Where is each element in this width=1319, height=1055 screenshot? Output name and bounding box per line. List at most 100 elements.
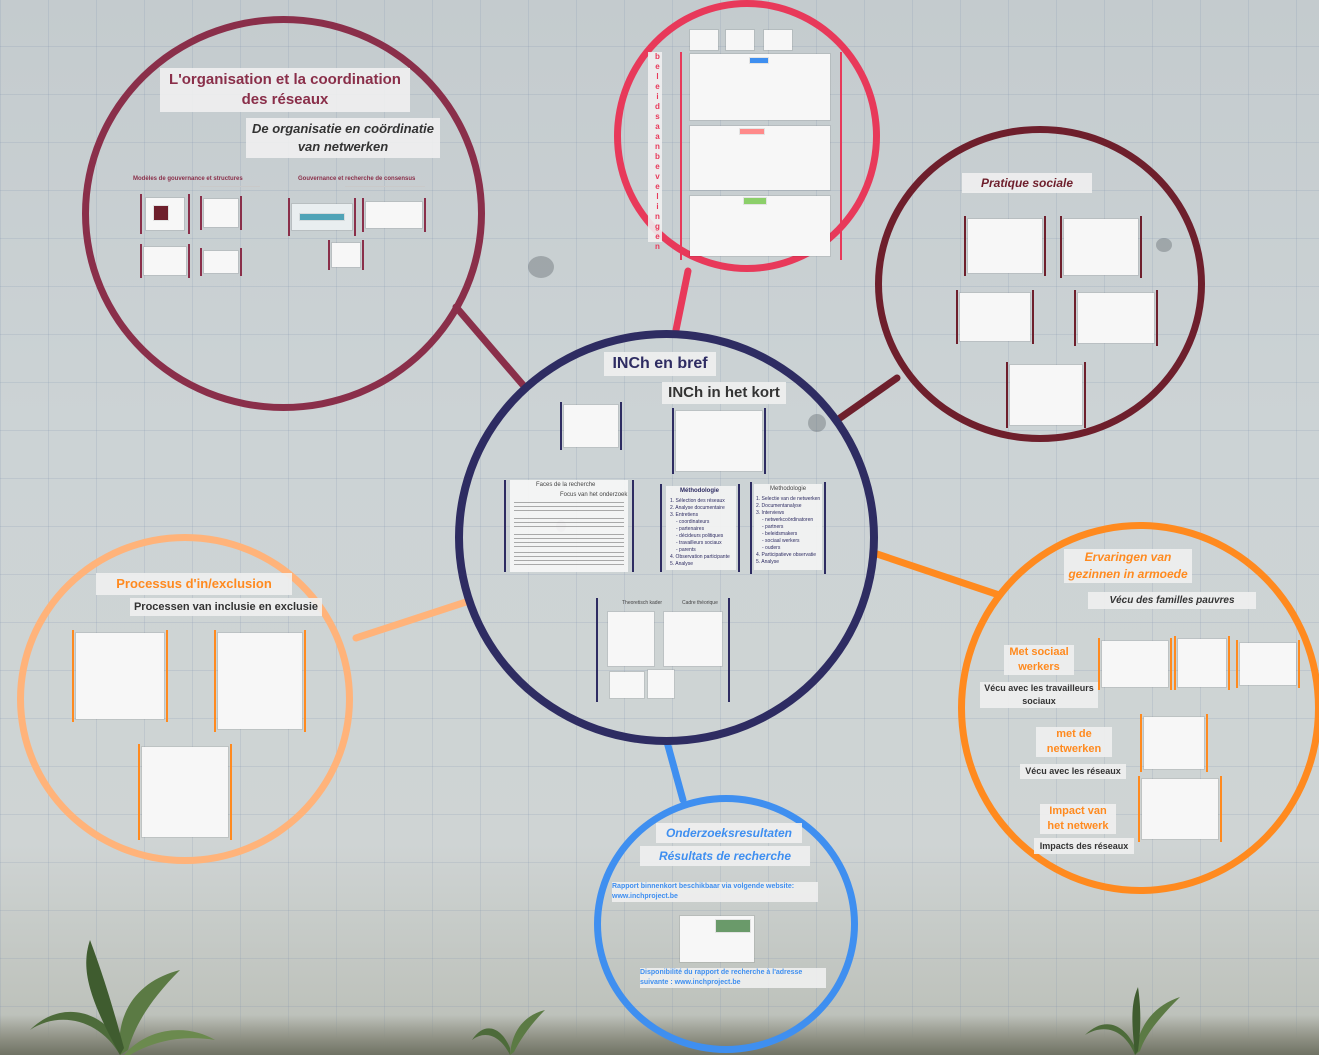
org-bracket-2: [200, 196, 242, 230]
theoretical-thumb-4[interactable]: [648, 670, 674, 698]
erv-bracket-1: [1098, 638, 1172, 690]
org-thumb-6[interactable]: [366, 202, 422, 228]
beleid-doc-top-1[interactable]: [690, 30, 718, 50]
methodologie-title: Méthodologie: [680, 488, 719, 494]
methodologie-item: - décideurs politiques: [676, 533, 724, 539]
beleid-panel-3[interactable]: [690, 196, 830, 256]
erv-thumb-3[interactable]: [1240, 643, 1296, 685]
theoretical-thumb-1[interactable]: [608, 612, 654, 666]
org-bracket-4: [200, 248, 242, 276]
methodologie-item: - parents: [676, 547, 696, 553]
pratique-circle[interactable]: [875, 126, 1205, 442]
link-ervaringen: [873, 550, 1003, 599]
proc-bracket-1: [72, 630, 168, 722]
org-rule-right: [345, 186, 425, 187]
org-bracket-6: [362, 198, 426, 232]
methodologie-item: 2. Analyse documentaire: [670, 505, 725, 511]
methodologie-item: - partenaires: [676, 526, 705, 532]
methodology_nl-item: 2. Documentanalyse: [756, 503, 802, 509]
theoretical-thumb-3[interactable]: [610, 672, 644, 698]
pratique-thumb-2[interactable]: [1064, 219, 1138, 275]
org-bracket-5: [288, 198, 356, 236]
link-processus: [352, 598, 470, 642]
resultats-circle[interactable]: [594, 795, 858, 1053]
erv-thumb-1[interactable]: [1102, 641, 1168, 687]
pratique-thumb-1[interactable]: [968, 219, 1042, 273]
methodologie-item: 3. Entretiens: [670, 512, 699, 518]
methodologie-item: 5. Analyse: [670, 561, 694, 567]
beleid-doc-top-3[interactable]: [764, 30, 792, 50]
ervaringen-title-nl: Ervaringen van gezinnen in armoede: [1064, 549, 1192, 583]
center-subtitle: INCh in het kort: [662, 382, 786, 404]
vecu-travailleurs-label: Vécu avec les travailleurs sociaux: [980, 682, 1098, 708]
impacts-fr-label: Impacts des réseaux: [1034, 838, 1134, 854]
pratique-thumb-3[interactable]: [960, 293, 1030, 341]
org-bracket-1: [140, 194, 190, 234]
theoretical-title-fr: Cadre théorique: [682, 600, 718, 606]
vecu-reseaux-label: Vécu avec les réseaux: [1020, 764, 1126, 779]
methodology_nl-item: 3. Interviews: [756, 510, 785, 516]
faces-text-3: [514, 534, 624, 548]
inch-center-circle[interactable]: [455, 330, 878, 745]
proc-bracket-2: [214, 630, 306, 732]
center-bracket-top-right: [672, 408, 766, 474]
processus-circle[interactable]: [17, 534, 353, 864]
methodology-nl-box[interactable]: [754, 484, 822, 570]
org-thumb-7[interactable]: [332, 243, 360, 267]
beleid-panel-1[interactable]: [690, 54, 830, 120]
methodologie-item: - travailleurs sociaux: [676, 540, 722, 546]
org-thumb-4[interactable]: [204, 251, 238, 273]
center-title: INCh en bref: [604, 352, 716, 376]
methodology_nl-item: - beleidsmakers: [762, 531, 798, 537]
theoretical-title-nl: Theoretisch kader: [622, 600, 663, 606]
erv-thumb-2[interactable]: [1178, 639, 1226, 687]
faces-text-4: [514, 552, 624, 568]
erv-thumb-4[interactable]: [1144, 717, 1204, 769]
beleid-panel-2[interactable]: [690, 126, 830, 190]
erv-thumb-5[interactable]: [1142, 779, 1218, 839]
methodologie-item: 1. Sélection des réseaux: [670, 498, 725, 504]
faces-text-2: [514, 518, 624, 530]
theoretical-thumb-2[interactable]: [664, 612, 722, 666]
pratique-bracket-1: [964, 216, 1046, 276]
link-pratique: [836, 374, 901, 422]
methodology_nl-item: - partners: [762, 524, 784, 530]
methodologie-bracket: [660, 484, 740, 572]
plant-middle: [472, 1010, 545, 1055]
ervaringen-title-fr: Vécu des familles pauvres: [1088, 592, 1256, 609]
methodology_nl-item: 5. Analyse: [756, 559, 780, 565]
link-beleid: [672, 267, 692, 334]
resultats-title-fr: Résultats de recherche: [640, 846, 810, 866]
link-organisation: [452, 303, 527, 389]
methodologie-item: - coordinateurs: [676, 519, 710, 525]
org-thumb-2[interactable]: [204, 199, 238, 227]
pratique-bracket-3: [956, 290, 1034, 344]
beleid-doc-top-2[interactable]: [726, 30, 754, 50]
link-resultats: [663, 738, 687, 804]
organisation-circle[interactable]: [82, 16, 485, 411]
beleid-circle[interactable]: [614, 0, 880, 272]
methodologie-box[interactable]: [666, 486, 736, 570]
beleid-panel-2-badge: [740, 129, 764, 134]
impact-label: Impact van het netwerk: [1040, 804, 1116, 834]
plant-right: [1085, 987, 1180, 1055]
erv-bracket-5: [1138, 776, 1222, 842]
methodology_nl-item: - sociaal werkers: [762, 538, 800, 544]
faces-title-nl: Focus van het onderzoek: [560, 492, 628, 498]
proc-thumb-1[interactable]: [76, 633, 164, 719]
erv-bracket-3: [1236, 640, 1300, 688]
org-thumb-3[interactable]: [144, 247, 186, 275]
center-thumb-top-left[interactable]: [564, 405, 618, 447]
pratique-thumb-5[interactable]: [1010, 365, 1082, 425]
pratique-thumb-4[interactable]: [1078, 293, 1154, 343]
beleid-bracket: [680, 52, 842, 260]
wall-stain: [528, 256, 554, 278]
proc-thumb-2[interactable]: [218, 633, 302, 729]
proc-thumb-3[interactable]: [142, 747, 228, 837]
methodology-nl-bracket: [750, 482, 826, 574]
center-thumb-top-right[interactable]: [676, 411, 762, 471]
ervaringen-circle[interactable]: [958, 522, 1319, 894]
rapport-nl: Rapport binnenkort beschikbaar via volge…: [612, 882, 818, 902]
